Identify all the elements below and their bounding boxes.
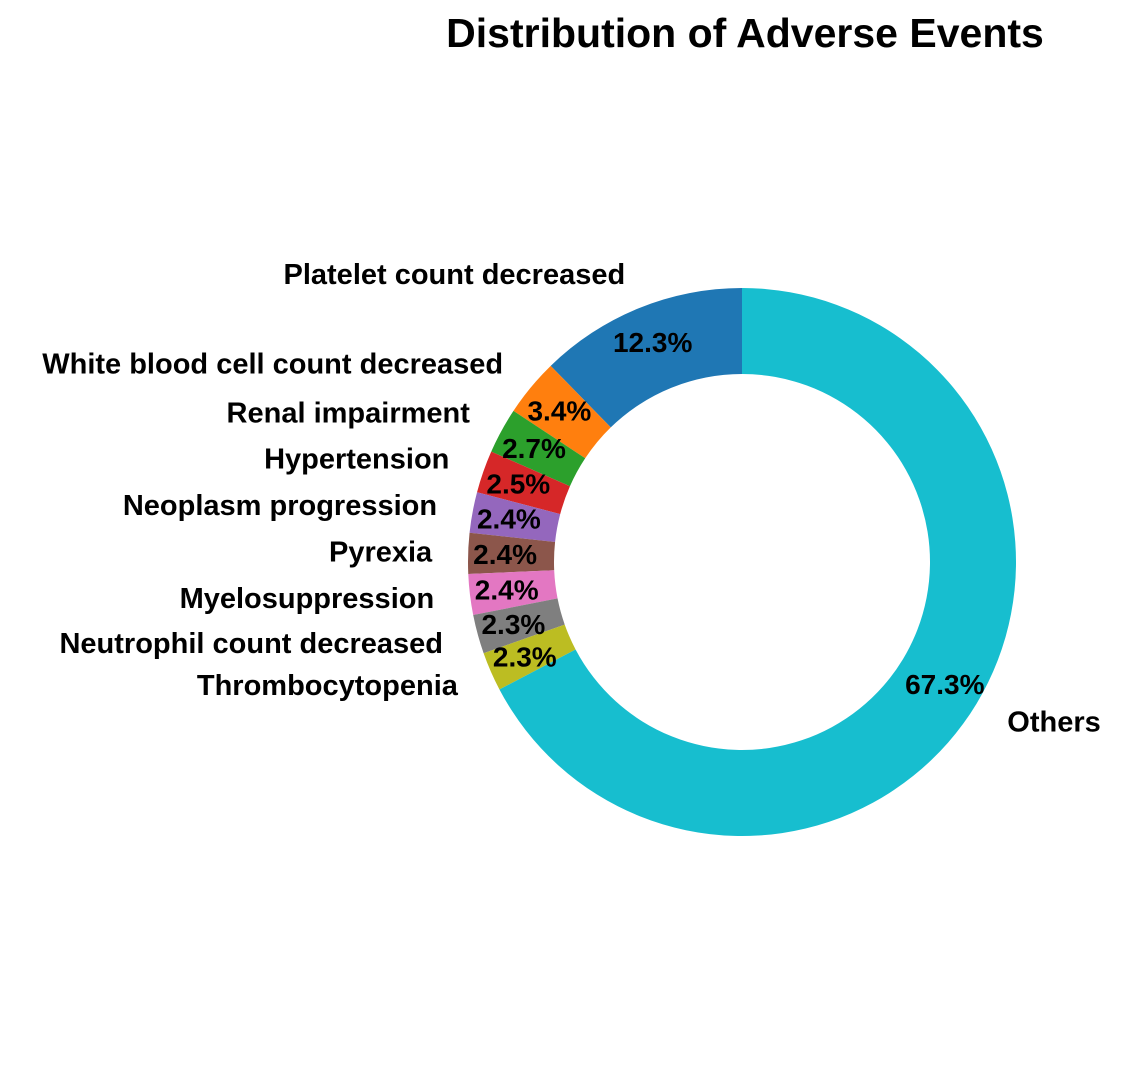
category-label-pyrexia: Pyrexia: [329, 536, 433, 568]
chart-title: Distribution of Adverse Events: [446, 10, 1044, 56]
category-label-myelosuppression: Myelosuppression: [180, 583, 435, 615]
pie-slice-others: [499, 288, 1017, 836]
category-label-white-blood-cell-count-decreased: White blood cell count decreased: [42, 348, 503, 380]
pie-slice-platelet-count-decreased: [550, 288, 742, 428]
pct-label-neutrophil-count-decreased: 2.3%: [481, 609, 545, 640]
category-label-thrombocytopenia: Thrombocytopenia: [197, 670, 459, 702]
pie-slice-renal-impairment: [491, 410, 586, 487]
pct-label-pyrexia: 2.4%: [473, 539, 537, 570]
pie-slice-thrombocytopenia: [483, 624, 576, 690]
pie-slice-white-blood-cell-count-decreased: [513, 365, 611, 459]
pct-label-hypertension: 2.5%: [486, 468, 550, 499]
pie-slice-pyrexia: [467, 532, 556, 575]
category-label-renal-impairment: Renal impairment: [227, 398, 471, 430]
pie-slice-hypertension: [477, 451, 570, 515]
pct-label-white-blood-cell-count-decreased: 3.4%: [527, 395, 591, 426]
pct-label-thrombocytopenia: 2.3%: [493, 641, 557, 672]
pct-label-platelet-count-decreased: 12.3%: [613, 327, 692, 358]
pie-slice-neoplasm-progression: [469, 492, 561, 542]
pie-slice-neutrophil-count-decreased: [473, 598, 565, 654]
pct-label-others: 67.3%: [905, 669, 984, 700]
category-label-platelet-count-decreased: Platelet count decreased: [284, 259, 626, 291]
category-label-neutrophil-count-decreased: Neutrophil count decreased: [59, 628, 443, 660]
pie-slice-myelosuppression: [468, 570, 558, 616]
pct-label-renal-impairment: 2.7%: [502, 433, 566, 464]
pct-label-myelosuppression: 2.4%: [475, 575, 539, 606]
pct-label-neoplasm-progression: 2.4%: [477, 504, 541, 535]
category-label-others: Others: [1007, 706, 1100, 738]
category-label-neoplasm-progression: Neoplasm progression: [123, 490, 437, 522]
category-label-hypertension: Hypertension: [264, 444, 449, 476]
